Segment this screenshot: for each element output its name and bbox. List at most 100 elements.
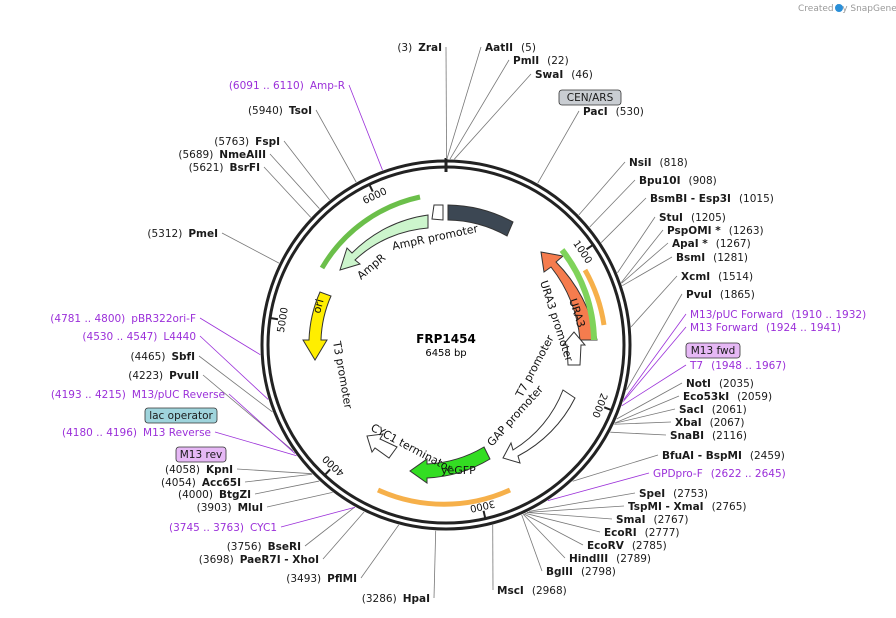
enzyme-site-label[interactable]: Bpu10I(908) bbox=[639, 175, 717, 187]
enzyme-site-label[interactable]: PvuI(1865) bbox=[686, 289, 755, 301]
boxed-label[interactable]: lac operator bbox=[149, 410, 213, 422]
enzyme-site-label[interactable]: NsiI(818) bbox=[629, 157, 688, 169]
feature-ampr-promoter-arrow[interactable] bbox=[431, 204, 444, 221]
enzyme-site-label[interactable]: XbaI(2067) bbox=[675, 417, 745, 429]
feature-cen-ars-segment[interactable] bbox=[447, 204, 514, 237]
enzyme-site-label[interactable]: (3903)MluI bbox=[197, 502, 263, 514]
primer-label[interactable]: (3745 .. 3763)CYC1 bbox=[169, 522, 277, 534]
primer-label[interactable]: (4781 .. 4800)pBR322ori-F bbox=[50, 313, 196, 325]
enzyme-site-label[interactable]: (5312)PmeI bbox=[147, 228, 218, 240]
feature-yegfp-arrow[interactable] bbox=[409, 446, 491, 484]
leader-line bbox=[446, 46, 482, 160]
enzyme-site-label[interactable]: AatII(5) bbox=[485, 42, 536, 54]
leader-line bbox=[221, 232, 280, 264]
primer-label[interactable]: GPDpro-F(2622 .. 2645) bbox=[653, 468, 786, 480]
enzyme-site-label[interactable]: SpeI(2753) bbox=[639, 488, 708, 500]
enzyme-site-label[interactable]: (4058)KpnI bbox=[165, 464, 233, 476]
feature-gap-promoter-arrow[interactable] bbox=[502, 389, 576, 464]
enzyme-site-label[interactable]: (3286)HpaI bbox=[362, 593, 430, 605]
feature-cyc1-terminator-arrow[interactable] bbox=[366, 433, 398, 459]
leader-line bbox=[572, 454, 659, 482]
enzyme-site-label[interactable]: EcoRI(2777) bbox=[604, 527, 680, 539]
boxed-label-bg bbox=[144, 407, 218, 424]
leader-line bbox=[280, 506, 356, 528]
enzyme-site-label[interactable]: NotI(2035) bbox=[686, 378, 754, 390]
leader-line bbox=[622, 326, 687, 402]
enzyme-site-label[interactable]: (5940)TsoI bbox=[248, 105, 312, 117]
boxed-label[interactable]: M13 fwd bbox=[691, 345, 736, 357]
plasmid-name: FRP1454 bbox=[416, 332, 476, 346]
feature-ori-label: ori bbox=[310, 298, 326, 315]
primer-label[interactable]: (6091 .. 6110)Amp-R bbox=[229, 80, 345, 92]
leader-line bbox=[537, 110, 580, 184]
enzyme-site-label[interactable]: (4223)PvuII bbox=[128, 370, 199, 382]
tick-mark bbox=[603, 406, 612, 412]
enzyme-site-label[interactable]: StuI(1205) bbox=[659, 212, 726, 224]
feature-ura3-promoter-arrow[interactable] bbox=[561, 331, 587, 366]
boxed-label[interactable]: CEN/ARS bbox=[567, 92, 614, 104]
boxed-label-bg bbox=[175, 446, 227, 463]
enzyme-site-label[interactable]: PmlI(22) bbox=[513, 55, 569, 67]
leader-line bbox=[614, 421, 672, 425]
leader-line bbox=[614, 395, 680, 424]
leader-line bbox=[523, 513, 584, 546]
backbone bbox=[260, 158, 632, 531]
enzyme-site-label[interactable]: BsmI(1281) bbox=[676, 252, 748, 264]
enzyme-site-label[interactable]: (3756)BseRI bbox=[227, 541, 301, 553]
enzyme-site-label[interactable]: BglII(2798) bbox=[546, 566, 616, 578]
leader-line bbox=[433, 530, 437, 599]
leader-line bbox=[198, 355, 273, 413]
enzyme-site-label[interactable]: SnaBI(2116) bbox=[670, 430, 747, 442]
leader-line bbox=[214, 431, 297, 457]
enzyme-site-label[interactable]: XcmI(1514) bbox=[681, 271, 753, 283]
enzyme-site-label[interactable]: PspOMI *(1263) bbox=[667, 225, 764, 237]
primer-label[interactable]: (4180 .. 4196)M13 Reverse bbox=[62, 427, 211, 439]
leader-line bbox=[315, 109, 357, 183]
enzyme-site-label[interactable]: BsmBI - Esp3I(1015) bbox=[650, 193, 774, 205]
leader-line bbox=[526, 512, 613, 520]
enzyme-site-label[interactable]: PacI(530) bbox=[583, 106, 644, 118]
enzyme-site-label[interactable]: (5689)NmeAIII bbox=[178, 149, 266, 161]
boxed-label[interactable]: M13 rev bbox=[180, 449, 223, 461]
enzyme-site-label[interactable]: EcoRV(2785) bbox=[587, 540, 667, 552]
snapgene-credit: Created by SnapGene bbox=[798, 4, 896, 14]
primer-label[interactable]: (4193 .. 4215)M13/pUC Reverse bbox=[51, 389, 225, 401]
tick-mark bbox=[323, 468, 331, 476]
primer-label[interactable]: (4530 .. 4547)L4440 bbox=[82, 331, 196, 343]
primer-label[interactable]: M13/pUC Forward(1910 .. 1932) bbox=[690, 309, 866, 321]
enzyme-site-label[interactable]: (5621)BsrFI bbox=[189, 162, 260, 174]
primer-label[interactable]: T7(1948 .. 1967) bbox=[689, 360, 786, 372]
enzyme-site-label[interactable]: (3)ZraI bbox=[397, 42, 442, 54]
primer-label[interactable]: M13 Forward(1924 .. 1941) bbox=[690, 322, 841, 334]
leader-line bbox=[263, 166, 312, 218]
enzyme-site-label[interactable]: (4000)BtgZI bbox=[178, 489, 251, 501]
enzyme-site-label[interactable]: MscI(2968) bbox=[497, 585, 567, 597]
leader-line bbox=[578, 161, 626, 216]
tick-mark bbox=[482, 510, 487, 519]
leader-line bbox=[527, 505, 625, 513]
enzyme-site-label[interactable]: ApaI *(1267) bbox=[672, 238, 751, 250]
leader-line bbox=[199, 335, 269, 400]
enzyme-site-label[interactable]: BfuAI - BspMI(2459) bbox=[662, 450, 785, 462]
leader-line bbox=[621, 242, 669, 284]
enzyme-site-label[interactable]: (3698)PaeR7I - XhoI bbox=[199, 554, 319, 566]
feature-yegfp-label: yeGFP bbox=[441, 464, 476, 477]
leader-line bbox=[600, 197, 647, 243]
enzyme-site-label[interactable]: (4465)SbfI bbox=[131, 351, 195, 363]
leader-line bbox=[348, 84, 383, 171]
enzyme-site-label[interactable]: SwaI(46) bbox=[535, 69, 593, 81]
enzyme-site-label[interactable]: (4054)Acc65I bbox=[161, 477, 241, 489]
feature-ori-arrow[interactable] bbox=[302, 291, 332, 361]
enzyme-site-label[interactable]: SacI(2061) bbox=[679, 404, 747, 416]
leader-line bbox=[360, 524, 400, 579]
enzyme-site-label[interactable]: TspMI - XmaI(2765) bbox=[628, 501, 747, 513]
feature-ampr-arrow[interactable] bbox=[339, 214, 429, 271]
enzyme-site-label[interactable]: Eco53kI(2059) bbox=[683, 391, 772, 403]
enzyme-site-label[interactable]: (3493)PflMI bbox=[286, 573, 357, 585]
enzyme-site-label[interactable]: SmaI(2767) bbox=[616, 514, 688, 526]
enzyme-site-label[interactable]: (5763)FspI bbox=[214, 136, 280, 148]
enzyme-site-label[interactable]: HindIII(2789) bbox=[569, 553, 651, 565]
leader-line bbox=[254, 480, 320, 495]
